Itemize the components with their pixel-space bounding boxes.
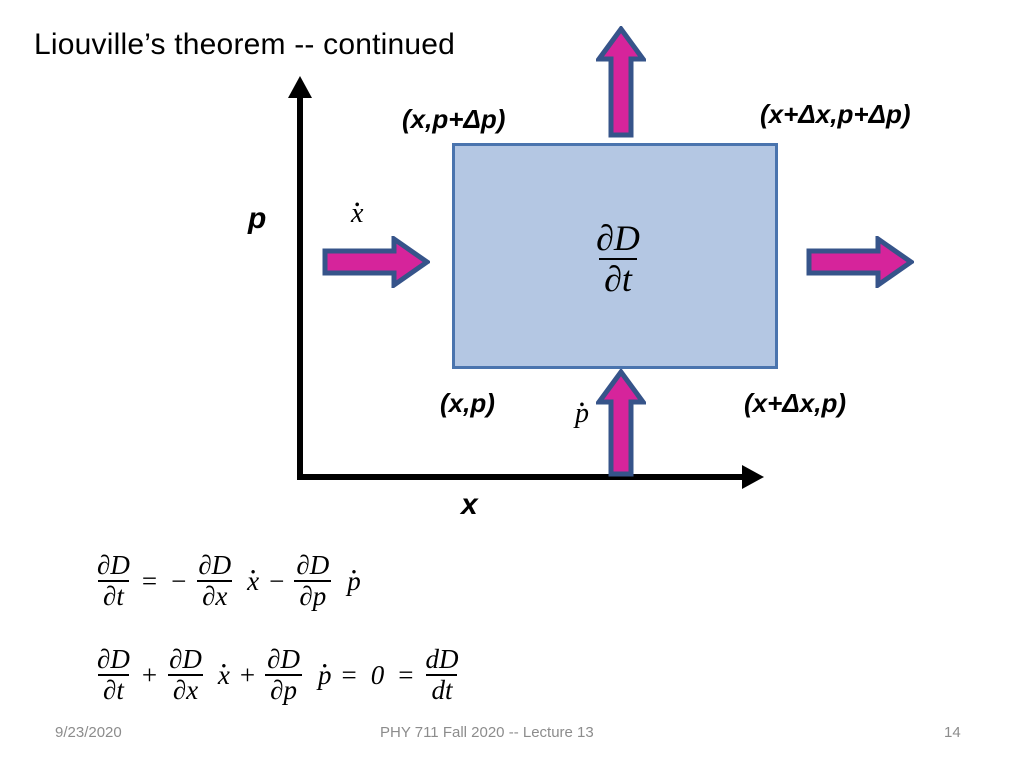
eq1-equals-sign: =: [141, 565, 158, 596]
eq1-term2-fraction: ∂D ∂p: [291, 550, 334, 611]
eq1-x-dot-variable: •x: [244, 564, 262, 597]
footer-course-label: PHY 711 Fall 2020 -- Lecture 13: [380, 724, 594, 741]
eq2-plus-sign-2: +: [239, 659, 256, 690]
eq2-plus-sign-1: +: [141, 659, 158, 690]
overdot-icon: •: [250, 564, 256, 581]
eq2-zero-value: 0: [370, 659, 385, 690]
eq2-p-dot-letter: p: [317, 659, 332, 690]
p-dot-letter: p: [575, 398, 589, 429]
eq2-term1-fraction: ∂D ∂x: [164, 644, 207, 705]
overdot-icon: •: [221, 658, 227, 675]
eq2-p-dot-variable: •p: [315, 658, 335, 691]
corner-label-top-right: (x+Δx,p+Δp): [760, 99, 911, 129]
fraction-denominator: ∂t: [98, 674, 129, 705]
x-axis-arrowhead-icon: [742, 465, 764, 489]
fraction-denominator: ∂t: [98, 580, 129, 611]
left-flux-arrow-icon: [322, 236, 430, 288]
corner-label-bottom-right: (x+Δx,p): [744, 388, 846, 418]
overdot-icon: •: [579, 397, 585, 414]
eq2-x-dot-letter: x: [217, 659, 230, 690]
fraction-numerator: ∂D: [596, 218, 640, 259]
fraction-numerator: ∂D: [97, 644, 130, 674]
eq1-p-dot-variable: •p: [344, 564, 364, 597]
fraction-denominator: ∂x: [197, 580, 233, 611]
overdot-icon: •: [351, 564, 357, 581]
eq1-p-dot-letter: p: [347, 565, 361, 596]
eq1-minus-sign-1: −: [171, 565, 187, 596]
p-dot-variable: •p: [572, 398, 592, 430]
p-axis-arrowhead-icon: [288, 76, 312, 98]
corner-label-top-left: (x,p+Δp): [402, 104, 506, 134]
equation-total-derivative: ∂D ∂t + ∂D ∂x •x + ∂D ∂p •p = 0 = dD dt: [92, 644, 463, 705]
overdot-icon: •: [354, 197, 360, 214]
equation-continuity-rhs: ∂D ∂t = − ∂D ∂x •x − ∂D ∂p •p: [92, 550, 364, 611]
right-flux-arrow-icon: [806, 236, 914, 288]
x-dot-label: •x: [348, 198, 366, 230]
fraction-numerator: dD: [425, 644, 459, 674]
fraction-denominator: ∂x: [167, 674, 204, 705]
p-axis-line: [297, 88, 303, 480]
eq2-x-dot-variable: •x: [215, 658, 233, 691]
eq2-term0-fraction: ∂D ∂t: [92, 644, 135, 705]
cell-density-rate-formula: ∂D ∂t: [455, 146, 781, 372]
fraction-numerator: ∂D: [97, 550, 130, 580]
bottom-flux-arrow-icon: [596, 369, 646, 477]
x-dot-letter: x: [351, 198, 364, 229]
eq2-equals-sign-2: =: [398, 659, 414, 690]
x-axis-label: x: [461, 488, 478, 521]
fraction-numerator: ∂D: [267, 644, 300, 674]
fraction-denominator: ∂t: [599, 258, 637, 299]
footer-date: 9/23/2020: [55, 724, 122, 741]
p-axis-label: p: [248, 202, 267, 235]
fraction-denominator: dt: [426, 674, 458, 705]
corner-label-bottom-left: (x,p): [440, 388, 495, 418]
partial-D-partial-t-fraction: ∂D ∂t: [591, 219, 645, 299]
page-title: Liouville’s theorem -- continued: [34, 28, 456, 61]
eq1-lhs-fraction: ∂D ∂t: [92, 550, 135, 611]
footer-page-number: 14: [944, 724, 961, 741]
top-flux-arrow-icon: [596, 26, 646, 138]
fraction-numerator: ∂D: [296, 550, 330, 580]
phase-space-cell: ∂D ∂t: [452, 143, 778, 369]
eq2-equals-sign-1: =: [341, 659, 357, 690]
x-dot-variable: •x: [348, 198, 366, 230]
fraction-numerator: ∂D: [198, 550, 232, 580]
eq2-rhs-fraction: dD dt: [420, 644, 463, 705]
overdot-icon: •: [322, 658, 328, 675]
eq1-minus-sign-2: −: [269, 565, 285, 596]
eq1-term1-fraction: ∂D ∂x: [193, 550, 236, 611]
fraction-denominator: ∂p: [265, 674, 302, 705]
eq2-term2-fraction: ∂D ∂p: [262, 644, 305, 705]
p-dot-label: •p: [572, 398, 592, 430]
eq1-x-dot-letter: x: [247, 565, 260, 596]
fraction-numerator: ∂D: [169, 644, 202, 674]
fraction-denominator: ∂p: [294, 580, 332, 611]
x-axis-line: [297, 474, 749, 480]
